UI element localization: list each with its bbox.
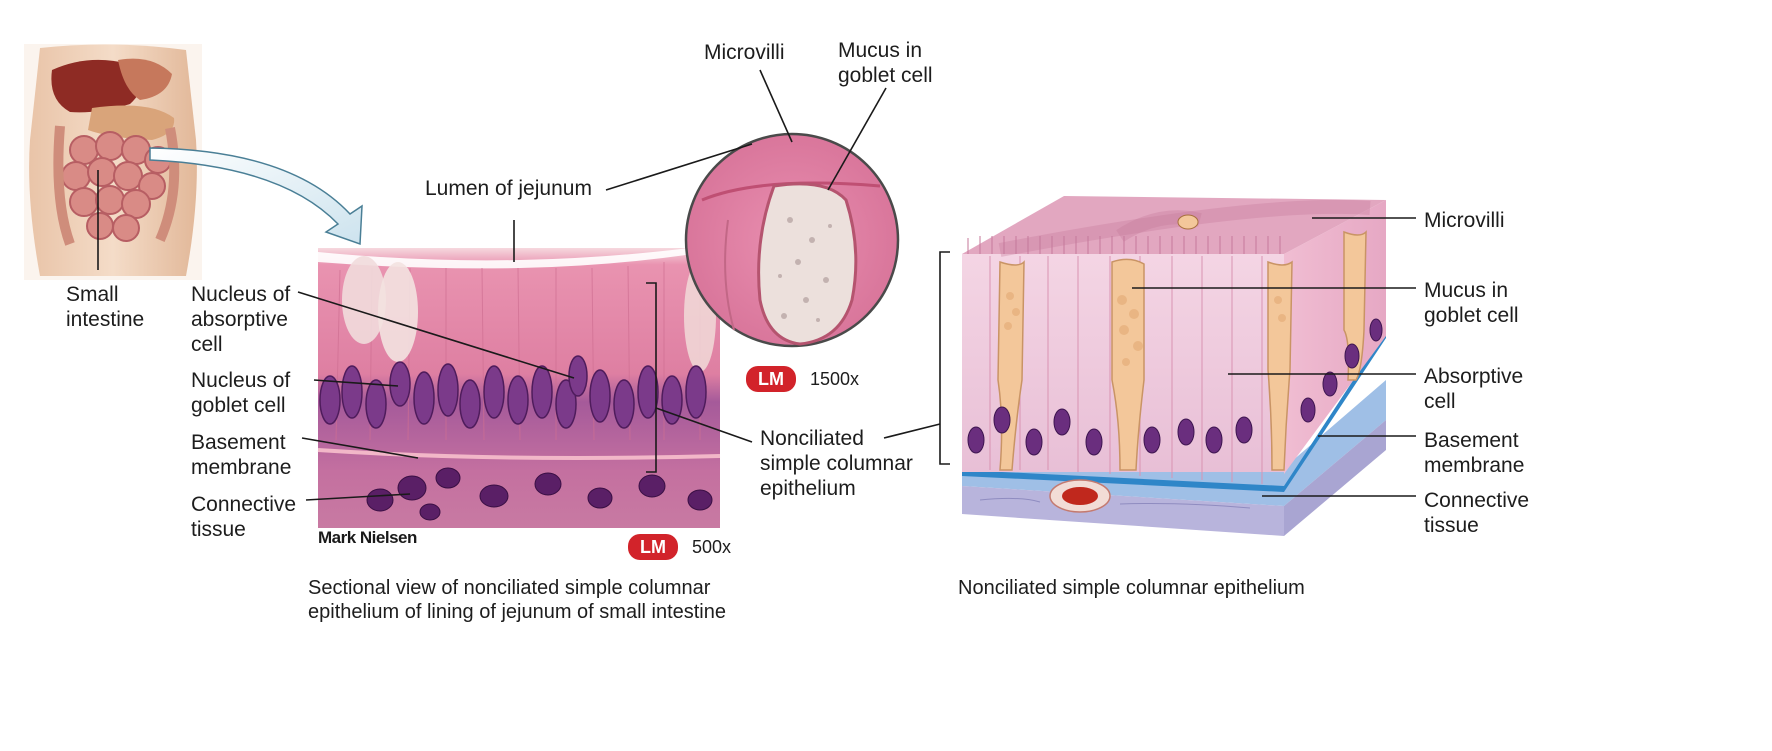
- label-basement-membrane-right: Basement membrane: [1424, 429, 1525, 477]
- bracket-micrograph: [646, 282, 657, 473]
- epithelium-block-diagram: [962, 196, 1386, 536]
- caption-micrograph: Sectional view of nonciliated simple col…: [308, 577, 726, 623]
- label-mucus-goblet-top: Mucus in goblet cell: [838, 39, 933, 87]
- leader-lines: [97, 69, 1416, 501]
- label-microvilli-top: Microvilli: [704, 41, 785, 64]
- label-small-intestine: Small intestine: [66, 283, 145, 331]
- label-absorptive-cell: Absorptive cell: [1424, 365, 1524, 413]
- label-connective-tissue-left: Connective tissue: [191, 493, 297, 541]
- magnification-500x: 500x: [692, 537, 732, 557]
- label-nonciliated-simple-columnar: Nonciliated simple columnar epithelium: [760, 427, 913, 500]
- caption-diagram: Nonciliated simple columnar epithelium: [958, 577, 1305, 599]
- pointer-arrow: [149, 147, 363, 246]
- label-lumen-of-jejunum: Lumen of jejunum: [425, 177, 592, 200]
- label-connective-tissue-right: Connective tissue: [1424, 489, 1530, 537]
- label-basement-membrane-left: Basement membrane: [191, 431, 292, 479]
- label-mucus-goblet-right: Mucus in goblet cell: [1424, 279, 1519, 327]
- lm-badge-1500: LM: [746, 366, 796, 392]
- photo-credit: Mark Nielsen: [318, 528, 417, 547]
- label-microvilli-right: Microvilli: [1424, 209, 1505, 232]
- label-nucleus-goblet-cell: Nucleus of goblet cell: [191, 369, 291, 417]
- micrograph-500x: [317, 244, 721, 528]
- torso-illustration: [24, 44, 202, 280]
- lm-badge-500: LM: [628, 534, 678, 560]
- label-nucleus-absorptive-cell: Nucleus of absorptive cell: [191, 283, 291, 356]
- micrograph-1500x: [684, 132, 900, 348]
- magnification-1500x: 1500x: [810, 369, 860, 389]
- bracket-diagram: [939, 251, 950, 465]
